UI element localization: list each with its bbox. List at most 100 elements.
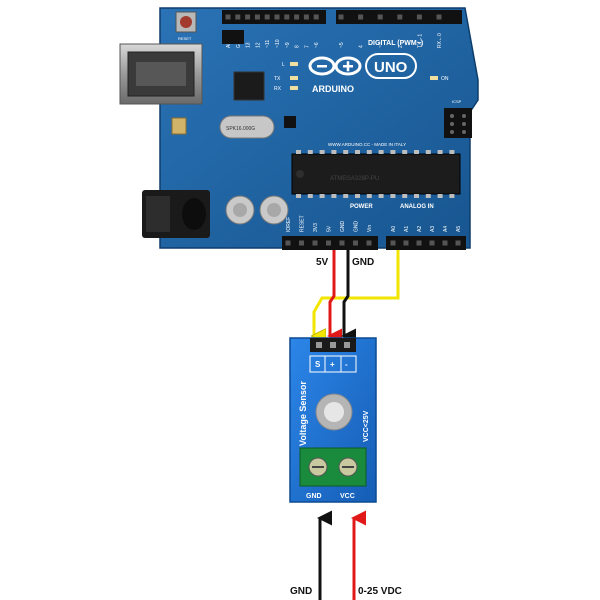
chip-pin bbox=[449, 194, 455, 198]
chip-pin bbox=[425, 194, 431, 198]
chip-pin bbox=[437, 194, 443, 198]
power-pin-hole bbox=[339, 240, 345, 246]
power-pin-hole bbox=[299, 240, 304, 246]
analog-pin-label: A4 bbox=[443, 226, 449, 232]
power-pin-hole bbox=[312, 240, 318, 246]
chip-pin bbox=[414, 150, 419, 154]
power-pin-label: IOREF bbox=[286, 217, 292, 232]
power-pin-label: RESET bbox=[300, 215, 306, 232]
usb-icsp-header bbox=[222, 30, 244, 44]
digital-pin-hole bbox=[377, 14, 383, 20]
chip-pin bbox=[402, 150, 408, 154]
screw-terminal bbox=[299, 447, 367, 487]
digital-header-label: DIGITAL (PWM~) bbox=[368, 40, 423, 47]
digital-pin-hole bbox=[416, 14, 422, 20]
chip-pin bbox=[319, 150, 325, 154]
chip-pin bbox=[437, 150, 443, 154]
sensor-pin-minus bbox=[344, 342, 350, 348]
digital-pin-label: 12 bbox=[255, 42, 261, 48]
chip-pin bbox=[296, 150, 301, 154]
power-pin-label: GND bbox=[340, 221, 346, 233]
digital-pin-hole bbox=[436, 14, 442, 20]
power-pin-label: GND bbox=[354, 221, 360, 233]
terminal-vcc-label: VCC bbox=[340, 493, 355, 500]
sensor-pin-s bbox=[316, 342, 322, 348]
digital-pin-label: RX←0 bbox=[437, 33, 443, 48]
input-label-gnd: GND bbox=[290, 586, 312, 597]
digital-pin-hole bbox=[225, 14, 231, 20]
digital-pin-label: ~3 bbox=[378, 42, 384, 48]
chip-pin bbox=[366, 194, 372, 198]
led-tx-label: TX bbox=[274, 76, 281, 82]
digital-header-left bbox=[222, 10, 326, 24]
arduino-logo-text: ARDUINO bbox=[312, 84, 354, 94]
led-l-label: L bbox=[282, 62, 285, 68]
chip-pin bbox=[378, 194, 384, 198]
logo-loop-right bbox=[334, 56, 362, 76]
arduino-uno-board: RESET AREFGND1312~11~10~987~6~54~32TX→1R… bbox=[119, 7, 479, 250]
wires bbox=[314, 250, 400, 600]
chip-pin bbox=[390, 150, 396, 154]
logo-loop-left bbox=[308, 56, 336, 76]
digital-pin-label: 8 bbox=[295, 45, 301, 48]
led-indicators bbox=[290, 62, 438, 90]
digital-pin-label: ~6 bbox=[314, 42, 320, 48]
analog-pin-hole bbox=[390, 240, 396, 246]
analog-pin-label: A5 bbox=[456, 226, 462, 232]
digital-pin-label: ~5 bbox=[339, 42, 345, 48]
chip-pin bbox=[343, 194, 349, 198]
logo-plus-v bbox=[346, 61, 350, 72]
wire-label-gnd: GND bbox=[352, 257, 374, 268]
chip-label: ATMEGA328P-PU bbox=[330, 176, 379, 182]
power-pin-label: Vin bbox=[367, 225, 373, 232]
digital-pin-hole bbox=[397, 14, 403, 20]
led-tx bbox=[290, 76, 298, 80]
power-pin-label: 5V bbox=[327, 225, 333, 232]
chip-pin bbox=[331, 150, 337, 154]
chip-pin bbox=[331, 194, 337, 198]
analog-pin-label: A3 bbox=[430, 226, 436, 232]
led-rx-label: RX bbox=[274, 86, 282, 92]
logo-minus bbox=[317, 65, 327, 68]
atmega-chip bbox=[291, 153, 461, 195]
digital-pin-hole bbox=[264, 14, 270, 20]
usb-connector bbox=[119, 43, 203, 105]
digital-pin-label: 4 bbox=[359, 45, 365, 48]
led-l bbox=[290, 62, 298, 66]
chip-pin bbox=[390, 194, 396, 198]
small-ic bbox=[284, 116, 296, 128]
digital-pin-label: 2 bbox=[398, 45, 404, 48]
power-header-label: POWER bbox=[350, 204, 373, 210]
sensor-title: Voltage Sensor bbox=[298, 381, 308, 446]
icsp-header bbox=[444, 108, 472, 138]
analog-pin-hole bbox=[455, 240, 461, 246]
chip-pin bbox=[307, 194, 313, 198]
chip-pin bbox=[378, 150, 384, 154]
capacitor-right-top bbox=[267, 203, 281, 217]
power-wire bbox=[327, 250, 342, 344]
terminal-gnd-label: GND bbox=[306, 493, 322, 500]
chip-pin bbox=[414, 194, 419, 198]
analog-header bbox=[386, 236, 466, 250]
led-rx bbox=[290, 86, 298, 90]
usb-interface-chip bbox=[233, 71, 265, 101]
signal-wire bbox=[314, 250, 400, 336]
chip-pin bbox=[307, 150, 313, 154]
uno-badge-text: UNO bbox=[374, 59, 408, 76]
analog-pin-hole bbox=[416, 240, 422, 246]
digital-pin-hole bbox=[313, 14, 319, 20]
digital-pin-hole bbox=[284, 14, 290, 20]
chip-pin bbox=[296, 194, 301, 198]
analog-pin-label: A0 bbox=[391, 226, 397, 232]
digital-pin-hole bbox=[254, 14, 260, 20]
website-text: WWW.ARDUINO.CC - MADE IN ITALY bbox=[328, 142, 406, 147]
icsp-label: ICSP bbox=[452, 99, 462, 104]
reset-button[interactable] bbox=[175, 11, 197, 33]
power-pin-hole bbox=[326, 240, 331, 246]
analog-pin-hole bbox=[403, 240, 409, 246]
chip-pin bbox=[449, 150, 455, 154]
digital-pin-hole bbox=[235, 14, 241, 20]
input-label-vin: 0-25 VDC bbox=[358, 586, 402, 597]
digital-pin-hole bbox=[358, 14, 364, 20]
